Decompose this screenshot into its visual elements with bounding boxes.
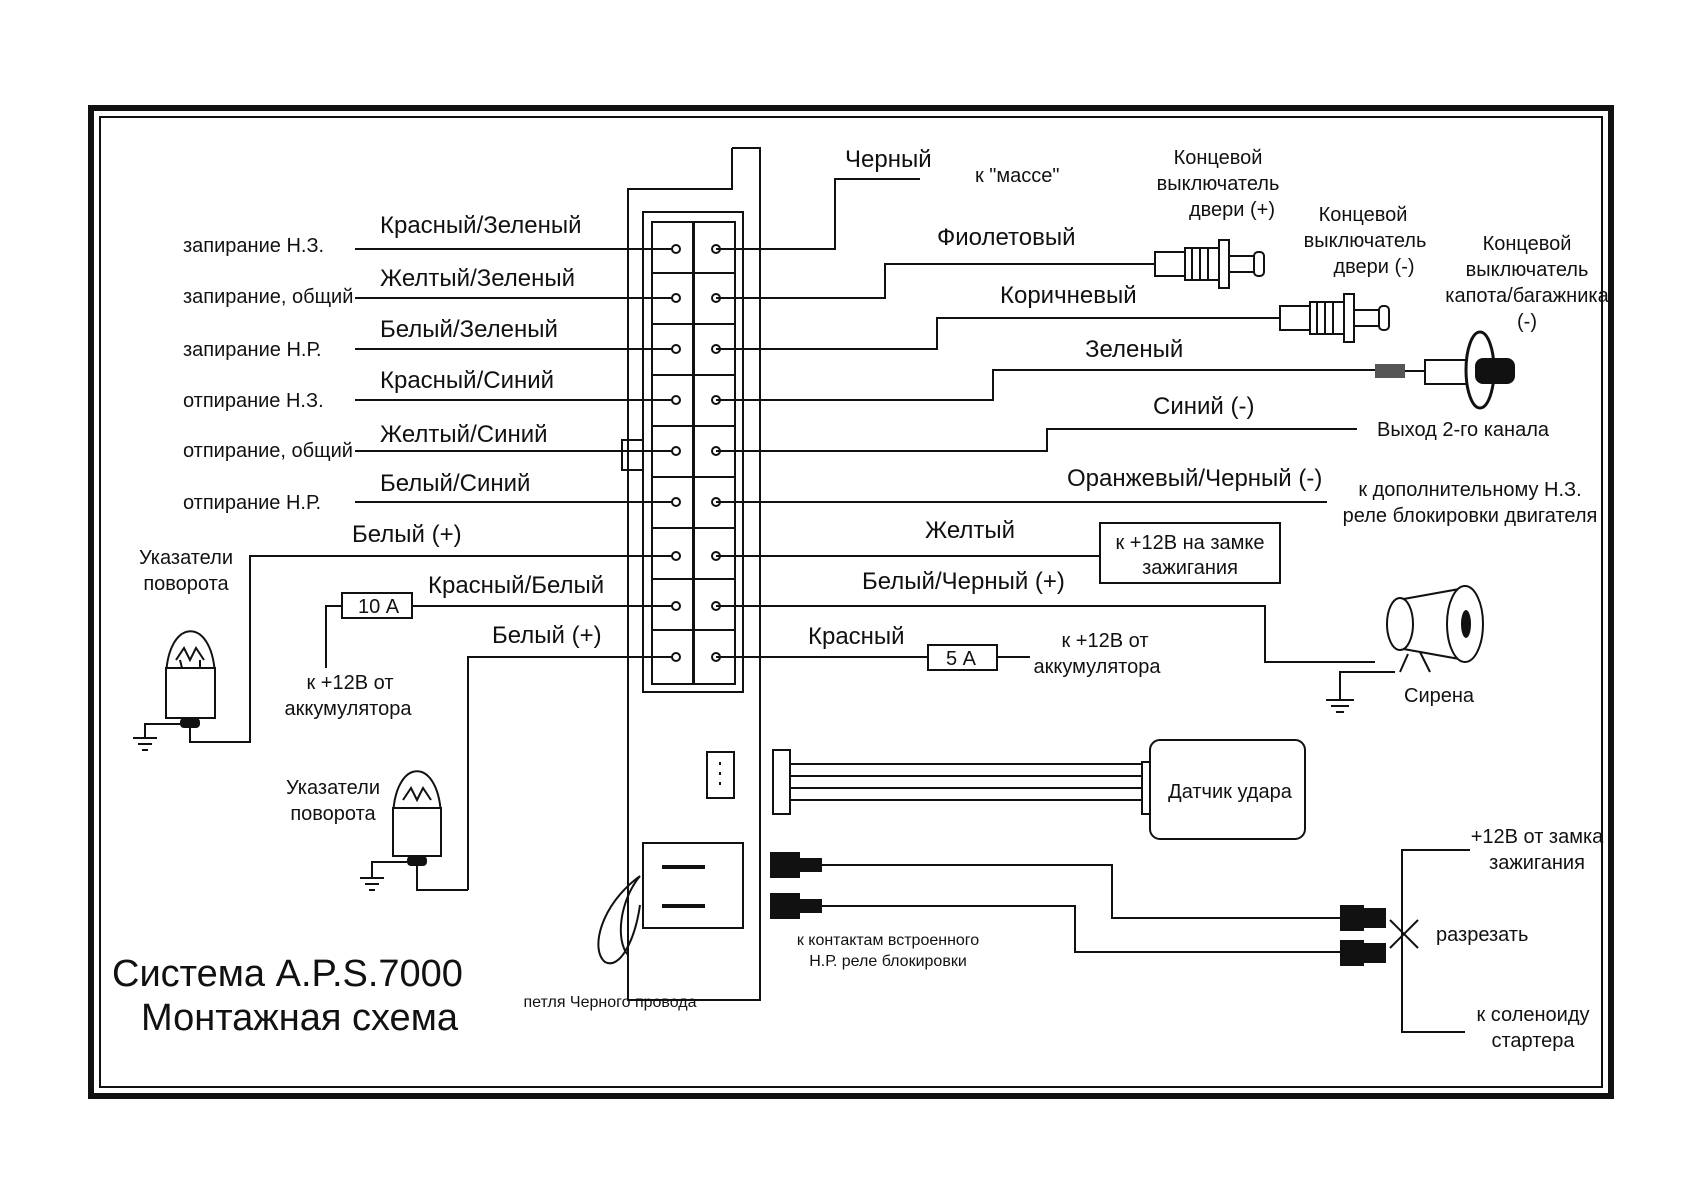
right-wires [716,178,1375,663]
diagram-title: Система A.P.S.7000 [112,953,463,995]
to-ground-label: к "массе" [975,165,1060,187]
svg-text:выключатель: выключатель [1466,259,1589,281]
wire-violet: Фиолетовый [937,224,1076,251]
shock-sensor [772,739,1306,840]
turn-signal-bulb-1-icon [133,630,251,751]
svg-text:+12В от замка: +12В от замка [1471,826,1604,848]
svg-text:двери (-): двери (-) [1333,256,1414,278]
svg-text:к +12В на замке: к +12В на замке [1116,532,1265,554]
left-wires [249,248,676,890]
wire-white-blue: Белый/Синий [380,470,530,497]
wire-red: Красный [808,623,905,650]
battery-left-label: к +12В от аккумулятора [285,672,413,720]
wire-yellow-green: Желтый/Зеленый [380,265,575,292]
label-lock-nc: запирание Н.З. [183,235,324,257]
fuse-5a [927,644,998,671]
turn-signal-bulb-2-icon [360,770,468,891]
label-lock-no: запирание Н.Р. [183,339,322,361]
svg-text:к +12В от: к +12В от [307,672,394,694]
svg-text:поворота: поворота [143,573,229,595]
svg-text:двери (+): двери (+) [1189,199,1275,221]
connector-socket [706,751,735,799]
svg-text:выключатель: выключатель [1157,173,1280,195]
label-lock-common: запирание, общий [183,286,353,308]
label-unlock-nc: отпирание Н.З. [183,390,324,412]
control-unit [597,147,761,1001]
wire-terminals [671,244,721,662]
door-plus-label: Концевой выключатель двери (+) [1157,147,1280,221]
ignition-lock-label: +12В от замка зажигания [1471,826,1604,874]
fuse-10a-label: 10 А [358,596,400,618]
label-unlock-common: отпирание, общий [183,440,353,462]
relay-plugs [770,849,1470,1033]
svg-text:выключатель: выключатель [1304,230,1427,252]
wire-red-white: Красный/Белый [428,572,604,599]
hood-label: Концевой выключатель капота/багажника (-… [1445,233,1609,333]
left-wire-names: Красный/Зеленый Желтый/Зеленый Белый/Зел… [352,212,604,649]
cut-label: разрезать [1436,924,1528,946]
relay-contacts-label: к контактам встроенного Н.Р. реле блокир… [797,932,979,970]
svg-text:к +12В от: к +12В от [1062,630,1149,652]
svg-text:реле блокировки двигателя: реле блокировки двигателя [1343,505,1598,527]
svg-text:зажигания: зажигания [1489,852,1585,874]
wire-red-blue: Красный/Синий [380,367,554,394]
svg-text:Концевой: Концевой [1319,204,1408,226]
svg-text:Концевой: Концевой [1483,233,1572,255]
svg-text:Указатели: Указатели [286,777,380,799]
svg-text:Указатели: Указатели [139,547,233,569]
fuse-10a [341,592,413,619]
wire-black: Черный [845,146,932,173]
hood-switch-icon [1375,330,1515,410]
svg-text:стартера: стартера [1491,1030,1575,1052]
right-wire-names: Черный Фиолетовый Коричневый Зеленый Син… [808,146,1322,650]
svg-text:аккумулятора: аккумулятора [1034,656,1162,678]
svg-text:капота/багажника: капота/багажника [1445,285,1609,307]
svg-text:аккумулятора: аккумулятора [285,698,413,720]
shock-sensor-label: Датчик удара [1168,781,1293,803]
battery-right-label: к +12В от аккумулятора [1034,630,1162,678]
door-minus-label: Концевой выключатель двери (-) [1304,204,1427,278]
diagram-subtitle: Монтажная схема [141,997,459,1039]
channel2-label: Выход 2-го канала [1377,419,1550,441]
turn1-label: Указатели поворота [139,547,233,595]
svg-text:Концевой: Концевой [1174,147,1263,169]
wire-white-plus-2: Белый (+) [492,622,602,649]
loop-label: петля Черного провода [523,994,696,1011]
wire-yellow: Желтый [925,517,1015,544]
svg-text:зажигания: зажигания [1142,557,1238,579]
wire-white-green: Белый/Зеленый [380,316,558,343]
aux-relay-label: к дополнительному Н.З. реле блокировки д… [1343,479,1598,527]
wire-blue: Синий (-) [1153,393,1254,420]
wire-yellow-blue: Желтый/Синий [380,421,548,448]
ignition-box [1099,522,1281,584]
wire-red-green: Красный/Зеленый [380,212,582,239]
label-unlock-no: отпирание Н.Р. [183,492,321,514]
door-switch-plus-icon [1154,239,1265,289]
svg-text:к контактам встроенного: к контактам встроенного [797,932,979,949]
outer-frame [88,105,1614,1099]
svg-text:к дополнительному Н.З.: к дополнительному Н.З. [1358,479,1581,501]
starter-label: к соленоиду стартера [1476,1004,1589,1052]
siren-icon [1326,585,1484,713]
wire-orange-black: Оранжевый/Черный (-) [1067,465,1322,492]
svg-text:Н.Р. реле блокировки: Н.Р. реле блокировки [809,953,967,970]
wire-white-black: Белый/Черный (+) [862,568,1065,595]
ignition-box-label: к +12В на замке зажигания [1116,532,1265,579]
inner-frame [99,116,1603,1088]
door-switch-minus-icon [1279,293,1390,343]
svg-text:поворота: поворота [290,803,376,825]
wire-brown: Коричневый [1000,282,1137,309]
wire-green: Зеленый [1085,336,1183,363]
siren-label: Сирена [1404,685,1475,707]
svg-text:к соленоиду: к соленоиду [1476,1004,1589,1026]
turn2-label: Указатели поворота [286,777,380,825]
wire-white-plus-1: Белый (+) [352,521,462,548]
left-labels: запирание Н.З. запирание, общий запирани… [183,235,353,514]
fuse-5a-label: 5 А [946,648,977,670]
svg-text:(-): (-) [1517,311,1537,333]
